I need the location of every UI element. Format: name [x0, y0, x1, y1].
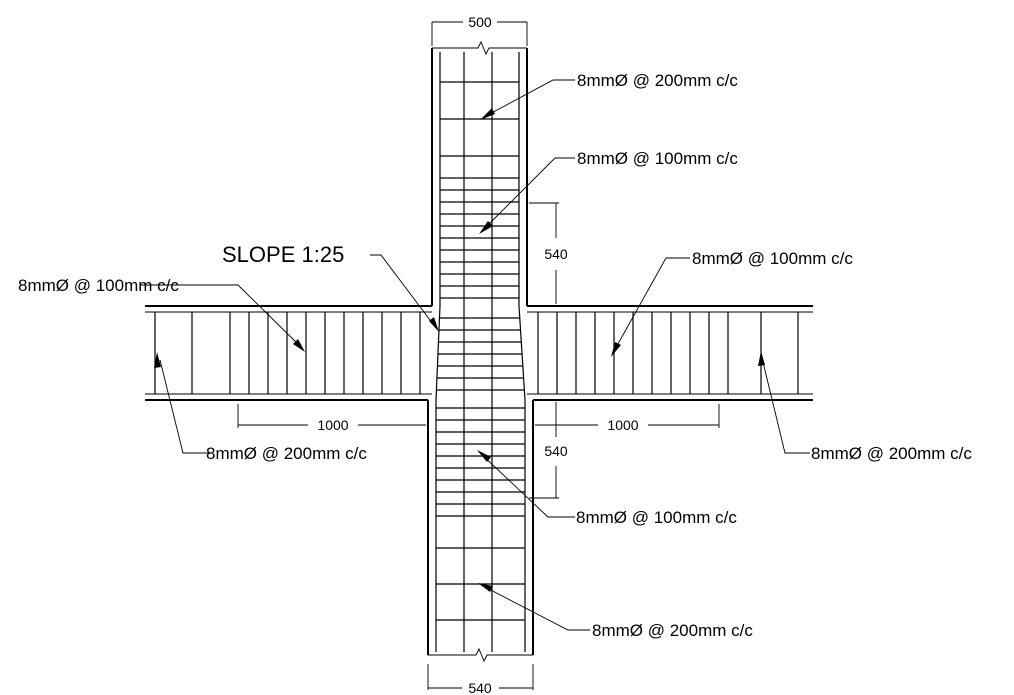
label-beam-right-normal-stirrups: 8mmØ @ 200mm c/c [811, 444, 972, 463]
concrete-outline [145, 40, 813, 663]
label-slope: SLOPE 1:25 [222, 242, 344, 267]
label-column-top-ties: 8mmØ @ 200mm c/c [577, 71, 738, 90]
column-main-bars [435, 52, 526, 652]
dim-column-bottom-width: 540 [468, 680, 492, 695]
dim-upper-haunch: 540 [544, 246, 568, 262]
dim-lower-haunch: 540 [544, 443, 568, 459]
dim-right-length: 1000 [607, 417, 638, 433]
column-ties [436, 81, 525, 621]
dim-column-top-width: 500 [468, 14, 492, 30]
label-column-upper-ties: 8mmØ @ 100mm c/c [577, 149, 738, 168]
dim-left-length: 1000 [317, 417, 348, 433]
label-beam-left-dense-stirrups: 8mmØ @ 100mm c/c [18, 276, 179, 295]
beam-stirrups [154, 312, 799, 394]
leader-lines [140, 79, 810, 631]
label-beam-left-normal-stirrups: 8mmØ @ 200mm c/c [206, 444, 367, 463]
dimension-lines [237, 21, 720, 690]
label-beam-right-dense-stirrups: 8mmØ @ 100mm c/c [692, 249, 853, 268]
label-column-lower-ties: 8mmØ @ 100mm c/c [576, 508, 737, 527]
label-column-bottom-ties: 8mmØ @ 200mm c/c [592, 621, 753, 640]
